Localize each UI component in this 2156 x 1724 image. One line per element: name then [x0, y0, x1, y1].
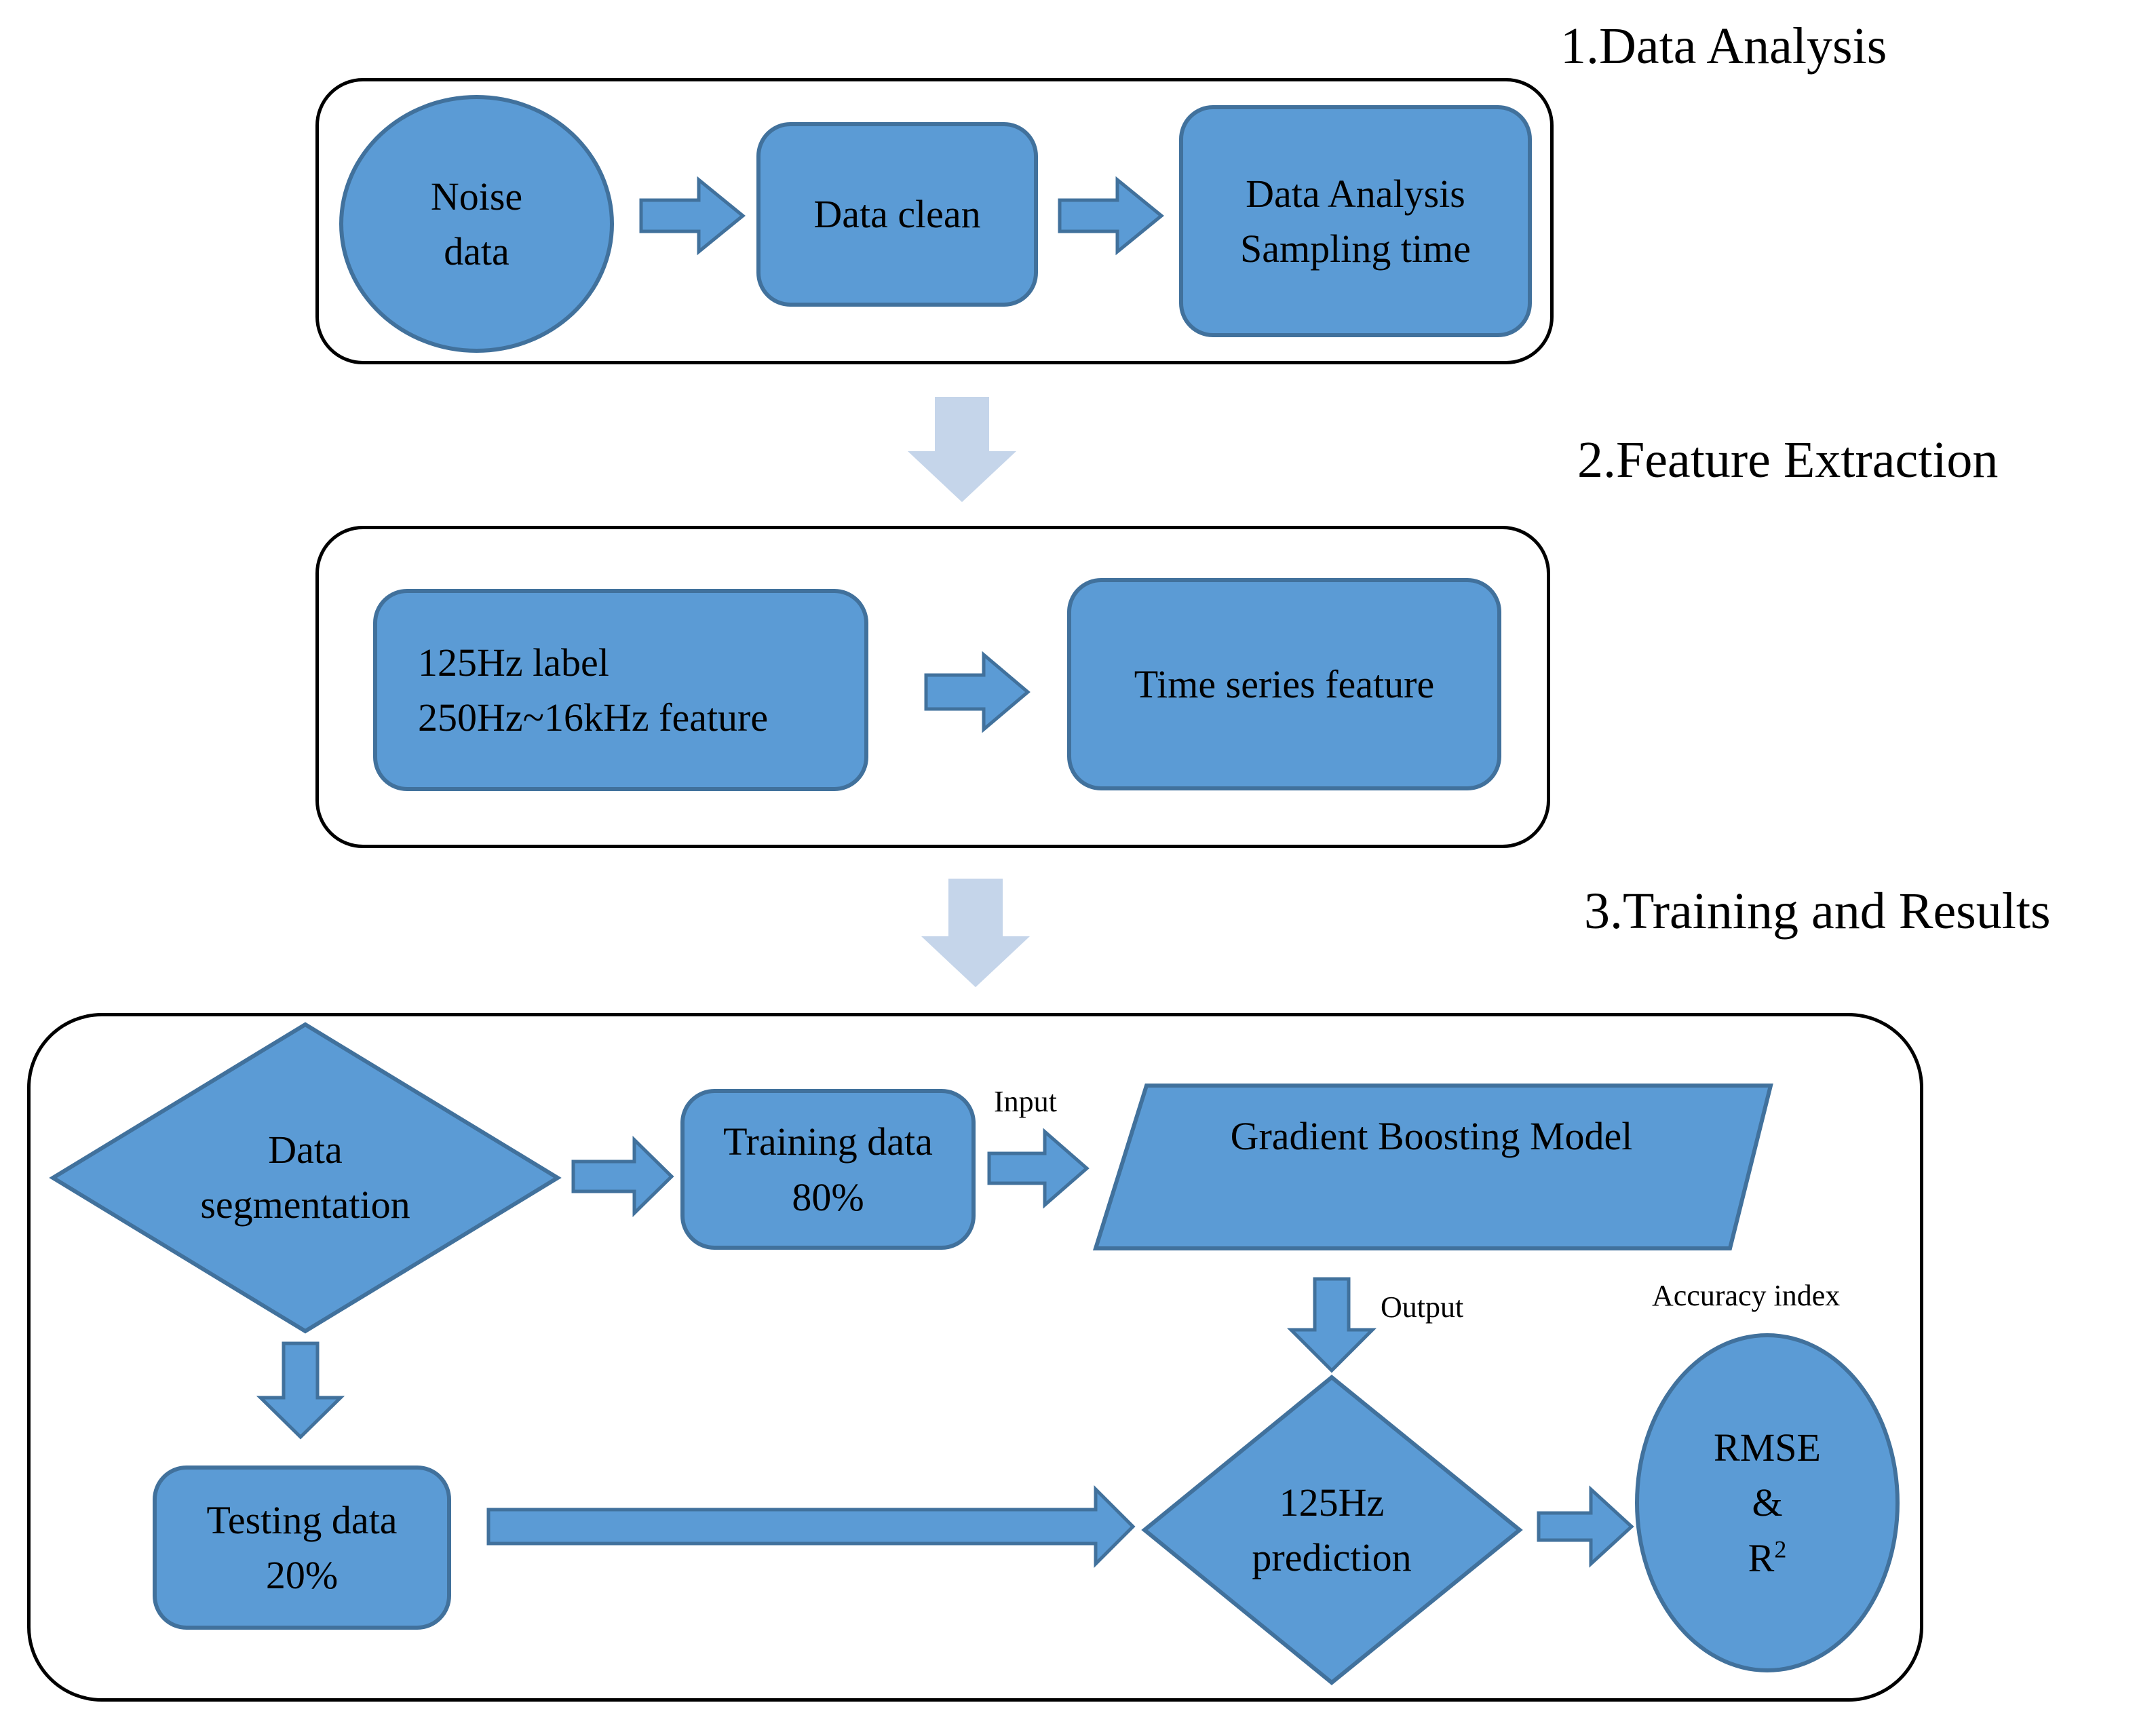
model-label-text: Gradient Boosting Model: [1230, 1114, 1633, 1159]
metrics-and: &: [1752, 1480, 1783, 1525]
testing-data-line-1: Testing data: [206, 1497, 398, 1542]
time-series-feature-label: Time series feature: [1134, 662, 1435, 706]
noise-to-clean-arrow: [639, 176, 746, 256]
metrics-r-superscript: 2: [1774, 1535, 1787, 1563]
input-label: Input: [994, 1085, 1057, 1118]
segmentation-line-1: Data: [268, 1127, 343, 1172]
metrics-r-squared: R2: [1748, 1531, 1787, 1586]
data-analysis-line-1: Data Analysis: [1246, 171, 1465, 216]
noise-data-line-1: Noise: [430, 174, 523, 218]
label-to-timeseries-arrow: [924, 651, 1031, 733]
prediction-label: 125Hz prediction: [1196, 1438, 1467, 1622]
gradient-boosting-model-label: Gradient Boosting Model: [1153, 1099, 1710, 1174]
stage-2-title: 2.Feature Extraction: [1577, 432, 1999, 489]
label-feature-line-2: 250Hz~16kHz feature: [418, 695, 769, 740]
testing-to-prediction-arrow: [486, 1484, 1136, 1569]
prediction-line-1: 125Hz: [1279, 1480, 1385, 1525]
training-to-model-arrow: [987, 1128, 1090, 1209]
gradient-boosting-model-parallelogram: [1092, 1084, 1773, 1250]
noise-data-node: Noise data: [339, 95, 614, 353]
testing-data-node: Testing data 20%: [153, 1466, 451, 1630]
prediction-to-metrics-arrow: [1537, 1485, 1634, 1568]
training-data-line-2: 80%: [792, 1174, 864, 1219]
data-clean-node: Data clean: [756, 122, 1038, 307]
segmentation-to-testing-arrow: [256, 1341, 345, 1440]
data-analysis-line-2: Sampling time: [1240, 227, 1471, 271]
testing-data-line-2: 20%: [265, 1553, 339, 1597]
prediction-diamond: [1141, 1375, 1523, 1685]
output-label: Output: [1381, 1290, 1464, 1324]
data-clean-label: Data clean: [813, 192, 981, 237]
metrics-r: R: [1748, 1535, 1775, 1580]
data-segmentation-label: Data segmentation: [136, 1086, 475, 1269]
prediction-line-2: prediction: [1252, 1535, 1412, 1579]
segmentation-to-training-arrow: [571, 1136, 674, 1217]
data-analysis-node: Data Analysis Sampling time: [1179, 105, 1532, 337]
data-segmentation-diamond: [49, 1022, 562, 1334]
metrics-rmse: RMSE: [1714, 1425, 1821, 1470]
accuracy-index-label: Accuracy index: [1652, 1279, 1841, 1312]
segmentation-line-2: segmentation: [200, 1183, 410, 1227]
label-feature-node: 125Hz label 250Hz~16kHz feature: [373, 589, 868, 791]
stage-2-to-3-arrow: [921, 879, 1030, 987]
stage-1-to-2-arrow: [908, 397, 1016, 502]
noise-data-line-2: data: [444, 229, 509, 273]
training-data-node: Training data 80%: [680, 1089, 976, 1250]
time-series-feature-node: Time series feature: [1067, 578, 1501, 790]
model-to-prediction-arrow: [1286, 1277, 1377, 1373]
stage-3-title: 3.Training and Results: [1584, 883, 2051, 940]
training-data-line-1: Training data: [723, 1119, 933, 1164]
clean-to-analysis-arrow: [1058, 176, 1164, 256]
label-feature-line-1: 125Hz label: [418, 640, 609, 685]
stage-1-title: 1.Data Analysis: [1560, 18, 1887, 75]
accuracy-metrics-node: RMSE & R2: [1635, 1333, 1900, 1672]
